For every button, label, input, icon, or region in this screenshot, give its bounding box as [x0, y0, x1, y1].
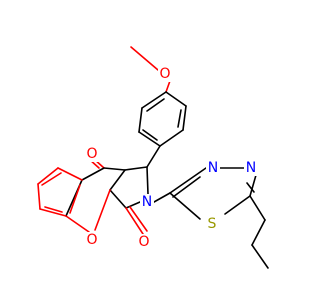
- ring-o-mask: [85, 232, 99, 248]
- aryl-bond-1: [165, 91, 187, 107]
- methoxy-oxygen-label: O: [159, 66, 170, 82]
- s-c2: [169, 192, 201, 220]
- c9-c8a-bond: [81, 167, 105, 181]
- aryl-bond-3: [159, 129, 184, 147]
- methyl-o-bond: [130, 46, 159, 71]
- benzo-1: [57, 167, 83, 181]
- aryl-double-3: [146, 98, 165, 112]
- ketone-oxygen-label: O: [86, 146, 97, 162]
- amide-o-mask: [137, 234, 151, 250]
- c2-n3: [169, 167, 207, 194]
- n-thiadiazole-bond: [153, 192, 171, 203]
- c9a-c9-bond: [103, 167, 126, 171]
- propyl-2: [251, 219, 266, 246]
- lactam-n-mask: [140, 194, 154, 210]
- n-c-bond-1: [125, 201, 141, 209]
- n4-c5: [249, 174, 257, 197]
- thiadiazole-sulfur-label: S: [208, 216, 217, 232]
- methoxy-o-mask: [158, 66, 172, 82]
- chromene-ring-oxygen-label: O: [86, 232, 97, 248]
- ketone-o-mask: [85, 146, 99, 162]
- aryl-bond-4: [138, 131, 161, 147]
- n4-c5-double: [246, 182, 255, 193]
- c3-o-amide: [125, 207, 144, 235]
- propyl-3: [251, 244, 269, 269]
- c5-s: [224, 195, 251, 215]
- aryl-double-2: [142, 129, 158, 141]
- ch-aryl-bond: [146, 145, 161, 168]
- molecule-diagram: O O O O N N N S: [37, 46, 269, 269]
- ch-c9a-bond: [124, 166, 148, 171]
- lactam-nitrogen-label: N: [142, 194, 152, 210]
- atom-label-layer: O O O O N N N S: [85, 66, 258, 250]
- aryl-bond-2: [182, 105, 187, 131]
- aryl-bond-5: [138, 107, 143, 133]
- thiadiazole-s-mask: [205, 216, 219, 232]
- c3a-o-ring: [94, 189, 111, 231]
- benzo-double-1: [41, 172, 62, 186]
- benzo-3: [37, 183, 41, 210]
- c9a-c3a-bond: [109, 169, 126, 191]
- benzo-double-2: [44, 206, 63, 213]
- c2-n3-double: [172, 176, 201, 198]
- propyl-1: [249, 195, 266, 221]
- benzo-2: [37, 167, 59, 185]
- aryl-double-1: [177, 109, 182, 128]
- thiadiazole-nitrogen-2-label: N: [246, 160, 256, 176]
- ch-n-bond: [146, 166, 149, 195]
- amide-oxygen-label: O: [138, 234, 149, 250]
- structure-svg: O O O O N N N S: [37, 46, 269, 269]
- c3a-c3-bond: [109, 189, 127, 209]
- o-ring-c4a: [65, 215, 90, 233]
- bond-layer: [37, 46, 269, 269]
- benzo-4: [39, 208, 67, 217]
- thiadiazole-nitrogen-1-label: N: [208, 160, 218, 176]
- benzo-double-3: [69, 184, 81, 214]
- thiadiazole-n2-mask: [244, 160, 258, 176]
- thiadiazole-n1-mask: [206, 160, 220, 176]
- aryl-bond-6: [141, 91, 167, 109]
- c3-o-amide-double: [129, 206, 148, 232]
